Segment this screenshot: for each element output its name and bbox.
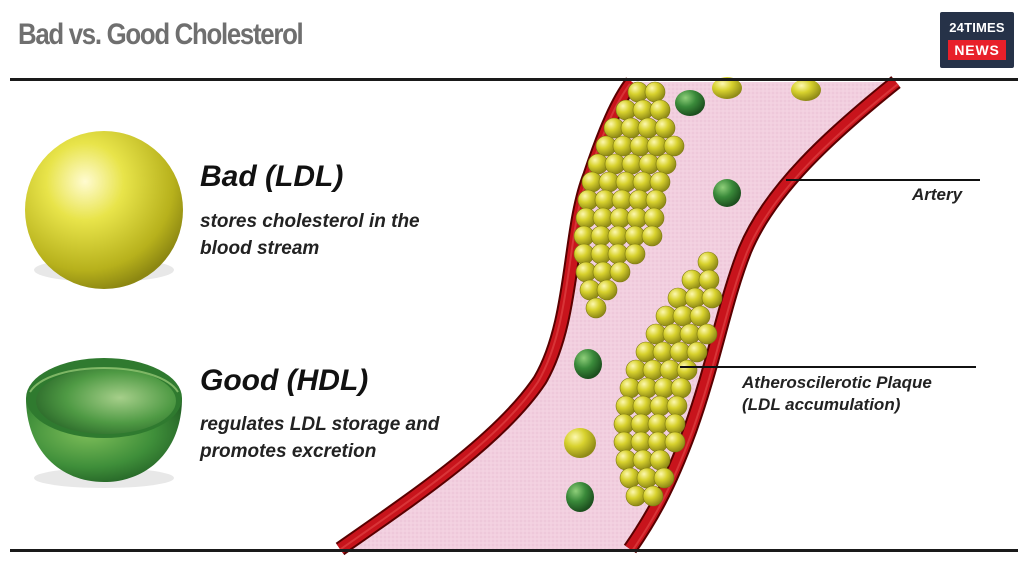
plaque-ldl-particle xyxy=(666,395,688,417)
logo-text-bottom: NEWS xyxy=(948,40,1006,60)
ldl-sphere-icon xyxy=(25,131,183,289)
plaque-ldl-particle xyxy=(701,287,723,309)
hdl-heading: Good (HDL) xyxy=(200,364,369,397)
hdl-particle xyxy=(675,90,705,116)
plaque-ldl-particle xyxy=(642,485,664,507)
plaque-ldl-particle xyxy=(670,377,692,399)
logo-text-top: 24TIMES xyxy=(949,20,1005,35)
brand-logo: 24TIMES NEWS xyxy=(940,12,1014,68)
artery-lumen xyxy=(340,82,896,549)
hdl-particle xyxy=(566,482,594,512)
plaque-ldl-particle xyxy=(663,135,685,157)
plaque-ldl-particle xyxy=(649,171,671,193)
ldl-description-line2: blood stream xyxy=(200,238,320,259)
plaque-ldl-particle xyxy=(654,117,676,139)
plaque-ldl-particle xyxy=(643,207,665,229)
artery-label: Artery xyxy=(912,185,963,204)
plaque-ldl-particle xyxy=(686,341,708,363)
plaque-ldl-particle xyxy=(689,305,711,327)
plaque-ldl-particle xyxy=(596,279,618,301)
ldl-description-line1: stores cholesterol in the xyxy=(200,211,420,232)
plaque-ldl-particle xyxy=(676,359,698,381)
plaque-ldl-particle xyxy=(624,243,646,265)
plaque-cluster-upper xyxy=(573,81,685,319)
floating-particles xyxy=(564,77,821,512)
plaque-ldl-particle xyxy=(649,449,671,471)
hdl-description-line2: promotes excretion xyxy=(200,441,377,462)
ldl-particle xyxy=(712,77,742,99)
plaque-label-line1: Atheroscilerotic Plaque xyxy=(742,373,932,392)
hdl-particle xyxy=(574,349,602,379)
ldl-heading: Bad (LDL) xyxy=(200,160,344,193)
plaque-ldl-particle xyxy=(696,323,718,345)
divider-bottom xyxy=(10,549,1018,552)
plaque-ldl-particle xyxy=(645,189,667,211)
page-title: Bad vs. Good Cholesterol xyxy=(18,18,304,51)
plaque-ldl-particle xyxy=(609,261,631,283)
plaque-ldl-particle xyxy=(585,297,607,319)
hdl-description-line1: regulates LDL storage and xyxy=(200,414,440,435)
divider-top xyxy=(10,78,1018,81)
ldl-particle xyxy=(791,79,821,101)
hdl-bowl-icon xyxy=(26,358,182,488)
plaque-ldl-particle xyxy=(653,467,675,489)
plaque-ldl-particle xyxy=(655,153,677,175)
plaque-label-line2: (LDL accumulation) xyxy=(742,395,901,414)
hdl-particle xyxy=(713,179,741,207)
plaque-ldl-particle xyxy=(697,251,719,273)
ldl-particle xyxy=(564,428,596,458)
plaque-ldl-particle xyxy=(649,99,671,121)
plaque-ldl-particle xyxy=(644,81,666,103)
plaque-ldl-particle xyxy=(664,413,686,435)
plaque-cluster-lower xyxy=(613,251,723,507)
plaque-ldl-particle xyxy=(664,431,686,453)
plaque-ldl-particle xyxy=(641,225,663,247)
plaque-ldl-particle xyxy=(698,269,720,291)
